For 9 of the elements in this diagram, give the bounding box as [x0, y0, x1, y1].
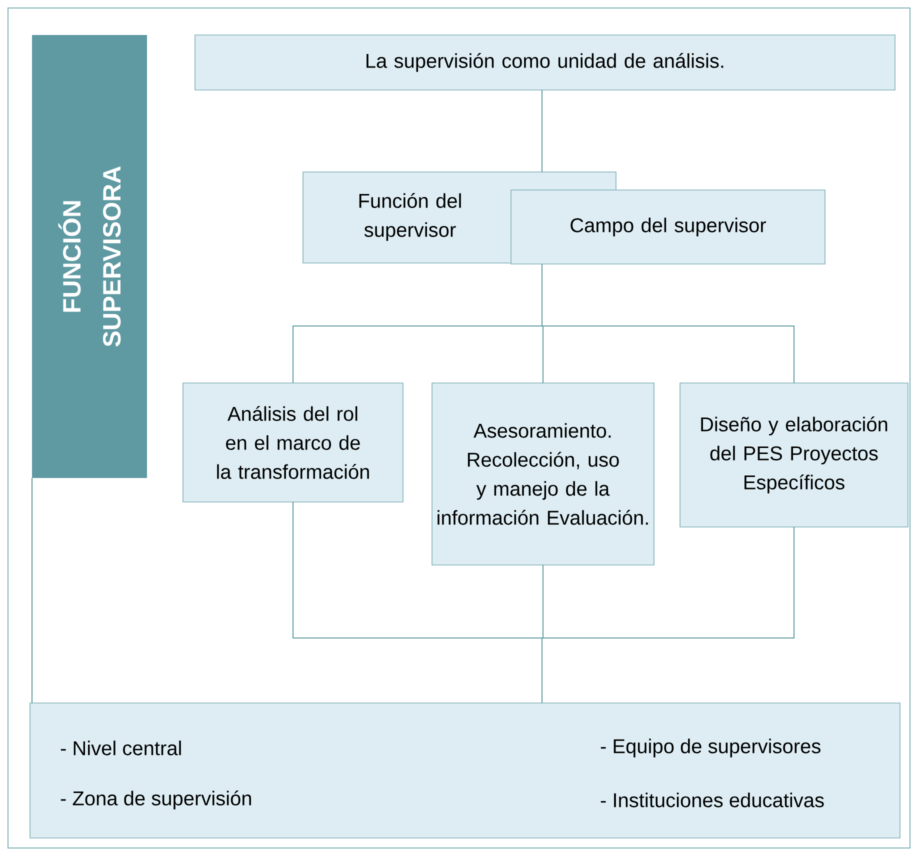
connector-line	[542, 264, 794, 384]
process-box: Diseño y elaboración del PES Proyectos Específicos	[680, 382, 908, 528]
process-box: Campo del supervisor	[510, 190, 826, 264]
title-box: La supervisión como unidad de análisis.	[194, 34, 896, 90]
side-band: FUNCIÓN SUPERVISORA	[32, 35, 147, 478]
info-box: - Nivel central - Equipo de supervisores - Zona de supervisión - Instituciones educativas	[30, 702, 900, 838]
process-box: Análisis del rol en el marco de la transformación	[182, 382, 404, 502]
connector-line	[542, 526, 794, 704]
process-box: Asesoramiento. Recolección, uso y manejo de la información Evaluación.	[432, 382, 654, 566]
